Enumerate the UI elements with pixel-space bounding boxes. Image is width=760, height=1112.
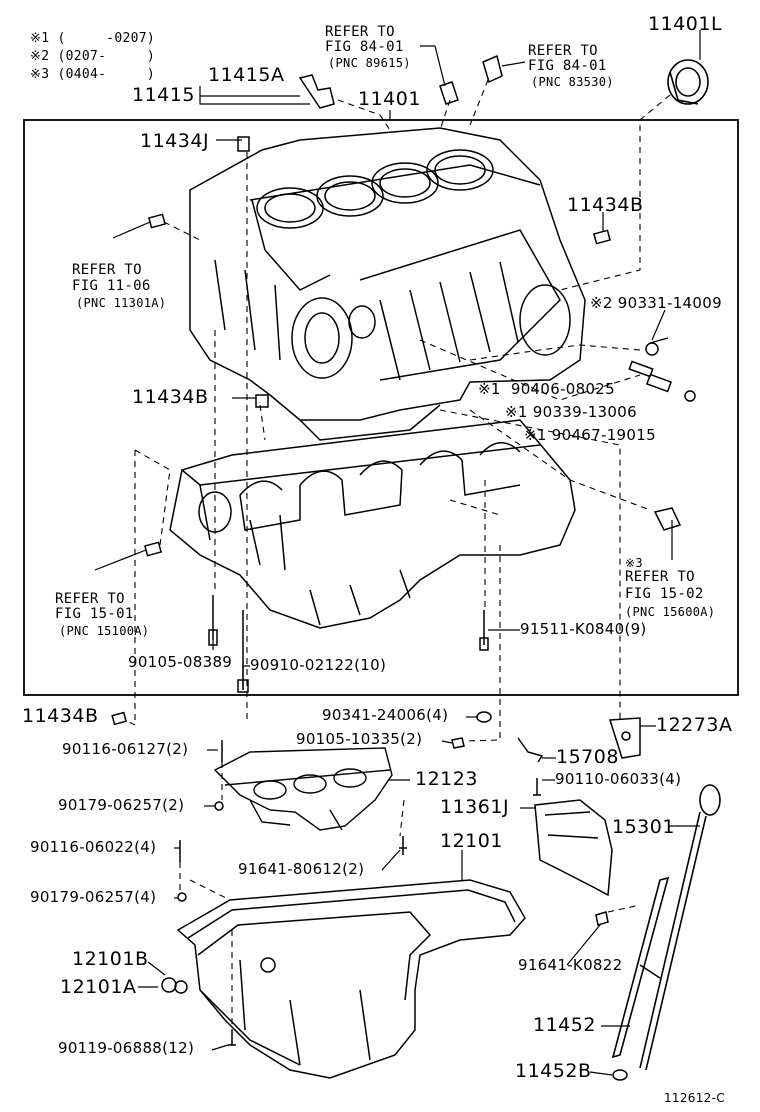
ref-fig84a-line3: (PNC 89615) [328, 56, 411, 70]
assembly-frame [23, 119, 739, 696]
part-11452: 11452 [533, 1014, 596, 1036]
part-90339: ※1 90339-13006 [505, 403, 637, 421]
note-1: ※1 ( -0207) [30, 31, 155, 46]
part-90179-a: 90179-06257(2) [58, 796, 185, 814]
part-90406: ※1 90406-08025 [478, 380, 615, 398]
part-11401: 11401 [358, 88, 421, 110]
part-91511: 91511-K0840(9) [520, 620, 647, 638]
ref-fig1501-line3: (PNC 15100A) [59, 624, 150, 638]
crankcase-drawing [169, 419, 576, 629]
part-90116-a: 90116-06127(2) [62, 740, 189, 758]
part-90910: 90910-02122(10) [250, 656, 387, 674]
part-12101: 12101 [440, 830, 503, 852]
part-11361J: 11361J [440, 796, 510, 818]
ref-fig84b-line3: (PNC 83530) [531, 75, 614, 89]
ref-fig1106-line2: FIG 11-06 [72, 278, 151, 294]
part-11434B-c: 11434B [22, 705, 99, 727]
cylinder-block-drawing [189, 127, 586, 441]
ref-fig84a-line1: REFER TO [325, 24, 395, 40]
ref-fig84a-line2: FIG 84-01 [325, 39, 404, 55]
ref-fig1502-line2: REFER TO [625, 569, 695, 585]
part-90341: 90341-24006(4) [322, 706, 449, 724]
ref-fig1501-line1: REFER TO [55, 591, 125, 607]
ref-fig1106-line3: (PNC 11301A) [76, 296, 167, 310]
note-3: ※3 (0404- ) [30, 67, 155, 82]
part-90467: ※1 90467-19015 [524, 426, 656, 444]
ref-fig84b-line1: REFER TO [528, 43, 598, 59]
bracket-12273A [608, 717, 641, 759]
part-91641-b: 91641-K0822 [518, 956, 623, 974]
part-12101B: 12101B [72, 948, 149, 970]
oil-seal-drawing [667, 59, 709, 105]
baffle-drawing [213, 747, 393, 831]
ref-fig1502-line3: FIG 15-02 [625, 586, 704, 602]
ref-fig1106-line1: REFER TO [72, 262, 142, 278]
part-90110: 90110-06033(4) [555, 770, 682, 788]
ref-fig1502-line4: (PNC 15600A) [625, 605, 716, 619]
part-11401L: 11401L [648, 13, 723, 35]
part-90116-b: 90116-06022(4) [30, 838, 157, 856]
part-12273A: 12273A [656, 714, 733, 736]
part-12123: 12123 [415, 768, 478, 790]
part-15301: 15301 [612, 816, 675, 838]
ref-fig84b-line2: FIG 84-01 [528, 58, 607, 74]
figure-id: 112612-C [664, 1091, 725, 1105]
part-11415: 11415 [132, 84, 195, 106]
part-91641-a: 91641-80612(2) [238, 860, 365, 878]
part-11434B-a: 11434B [567, 194, 644, 216]
part-90105-a: 90105-08389 [128, 653, 233, 671]
note-2: ※2 (0207- ) [30, 49, 155, 64]
baffle-plate-11361J [534, 799, 613, 897]
part-11452B: 11452B [515, 1060, 592, 1082]
oil-pan-drawing [176, 879, 526, 1079]
part-90179-b: 90179-06257(4) [30, 888, 157, 906]
part-11434B-b: 11434B [132, 386, 209, 408]
part-12101A: 12101A [60, 976, 137, 998]
dipstick-drawing [611, 784, 721, 1071]
ref-fig1501-line2: FIG 15-01 [55, 606, 134, 622]
part-11434J: 11434J [140, 130, 210, 152]
ref-fig1502-line1: ※3 [625, 556, 643, 570]
part-90331: ※2 90331-14009 [590, 294, 722, 312]
part-90105-b: 90105-10335(2) [296, 730, 423, 748]
part-90119: 90119-06888(12) [58, 1039, 195, 1057]
part-11415A: 11415A [208, 64, 285, 86]
part-15708: 15708 [556, 746, 619, 768]
